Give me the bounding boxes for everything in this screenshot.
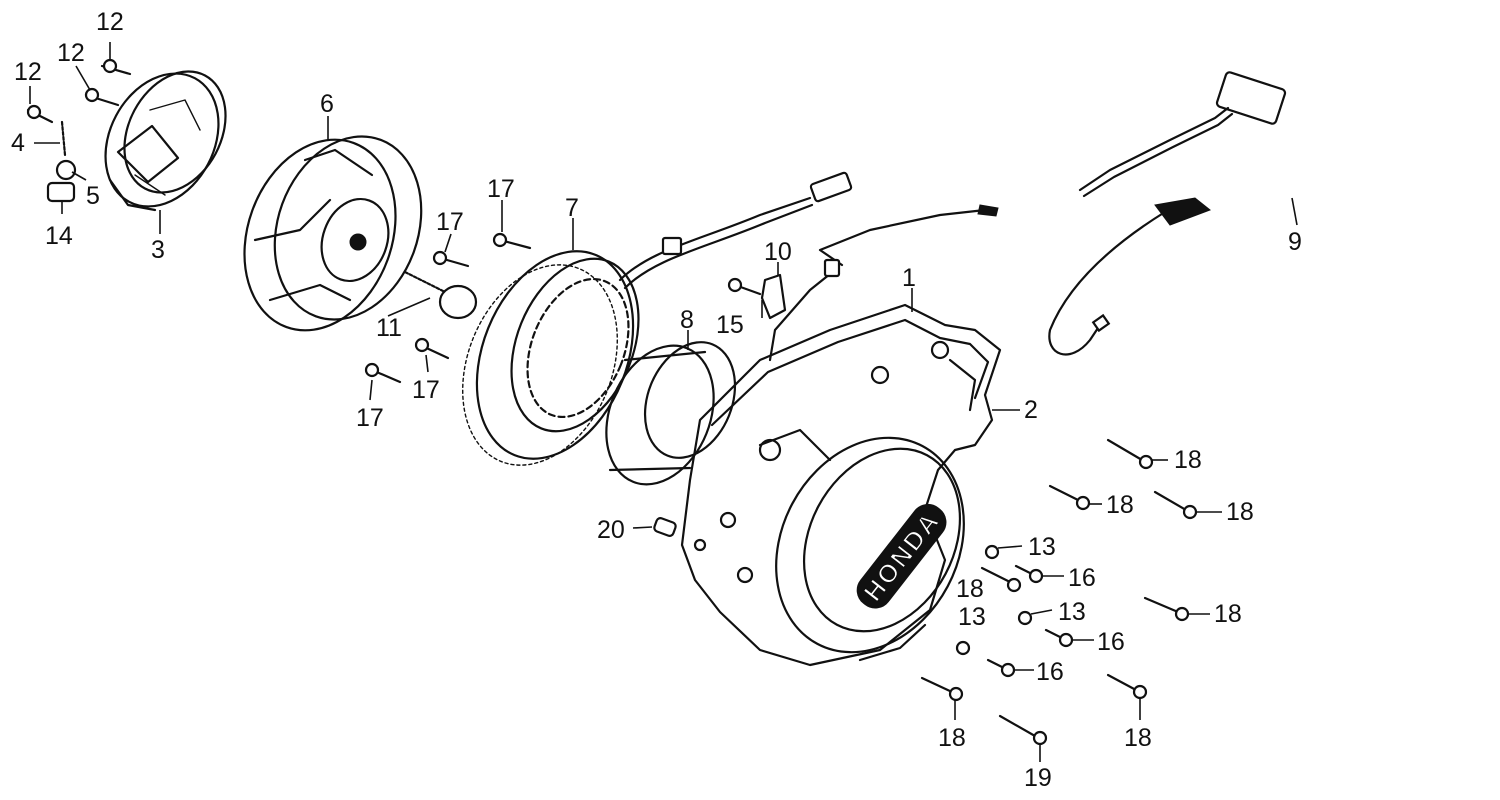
flywheel-rotor [104,70,227,212]
bolt-16-c [986,658,1016,678]
washer-13-a [984,544,1000,560]
callout-1: 1 [902,264,916,292]
callout-18-c: 18 [1226,498,1254,526]
callout-16-b: 16 [1097,628,1125,656]
leader-lines [29,42,1298,762]
callout-7: 7 [565,194,579,222]
wire-clamp [760,204,999,362]
callout-3: 3 [151,236,165,264]
washer-13-c [955,640,971,656]
callout-12-c: 12 [14,58,42,86]
callout-13-a: 13 [1028,533,1056,561]
bolt-18-e [1143,596,1190,622]
callout-labels: 1 2 3 4 5 6 7 8 9 10 11 12 12 12 13 13 1… [11,8,1302,792]
callout-10: 10 [764,238,792,266]
dowel-20 [653,517,677,537]
bolt-17-b [492,232,532,250]
callout-18-b: 18 [1106,491,1134,519]
bolt-17-c [414,337,450,360]
callout-13-c: 13 [958,603,986,631]
callout-11: 11 [376,314,402,342]
callout-15: 15 [716,311,744,339]
generator-cover [680,303,1002,667]
callout-14: 14 [45,222,73,250]
callout-16-a: 16 [1068,564,1096,592]
washer-5 [55,159,77,181]
starter-gear-holder [605,341,737,486]
bolt-16-b [1044,628,1074,648]
callout-12-b: 12 [57,39,85,67]
callout-18-e: 18 [1214,600,1242,628]
spring-pin-4 [60,120,67,157]
callout-17-a: 17 [487,175,515,203]
callout-4: 4 [11,129,25,157]
callout-6: 6 [320,90,334,118]
callout-19: 19 [1024,764,1052,792]
bolt-18-c [1153,490,1198,520]
stator [462,171,853,466]
bolt-15 [727,277,762,296]
spacer-11 [403,270,478,320]
callout-17-b: 17 [436,208,464,236]
callout-18-a: 18 [1174,446,1202,474]
bolt-12-b [84,87,120,107]
honda-emblem: HONDA [857,503,947,609]
bolt-17-d [364,362,402,384]
callout-12-a: 12 [96,8,124,36]
callout-20: 20 [597,516,625,544]
bolt-18-b [1048,484,1091,511]
callout-13-b: 13 [1058,598,1086,626]
bolt-12-a [100,58,132,76]
callout-2: 2 [1024,396,1038,424]
bolt-19 [998,714,1048,746]
bolt-18-f [920,676,964,702]
bolt-17-a [432,250,470,268]
callout-18-g: 18 [1124,724,1152,752]
callout-18-f: 18 [938,724,966,752]
callout-17-d: 17 [356,404,384,432]
callout-5: 5 [86,182,100,210]
collar-14 [46,181,76,203]
wire-harness [1048,71,1287,356]
bolt-18-a [1106,438,1154,470]
bolt-18-g [1106,673,1148,700]
callout-8: 8 [680,306,694,334]
callout-16-c: 16 [1036,658,1064,686]
bolt-18-d [980,566,1022,593]
bolt-16-a [1014,564,1044,584]
starter-clutch [243,135,423,332]
honda-emblem-text: HONDA [857,505,945,606]
bolt-12-c [26,104,54,124]
callout-18-d: 18 [956,575,984,603]
callout-9: 9 [1288,228,1302,256]
callout-17-c: 17 [412,376,440,404]
washer-13-b [1017,610,1033,626]
